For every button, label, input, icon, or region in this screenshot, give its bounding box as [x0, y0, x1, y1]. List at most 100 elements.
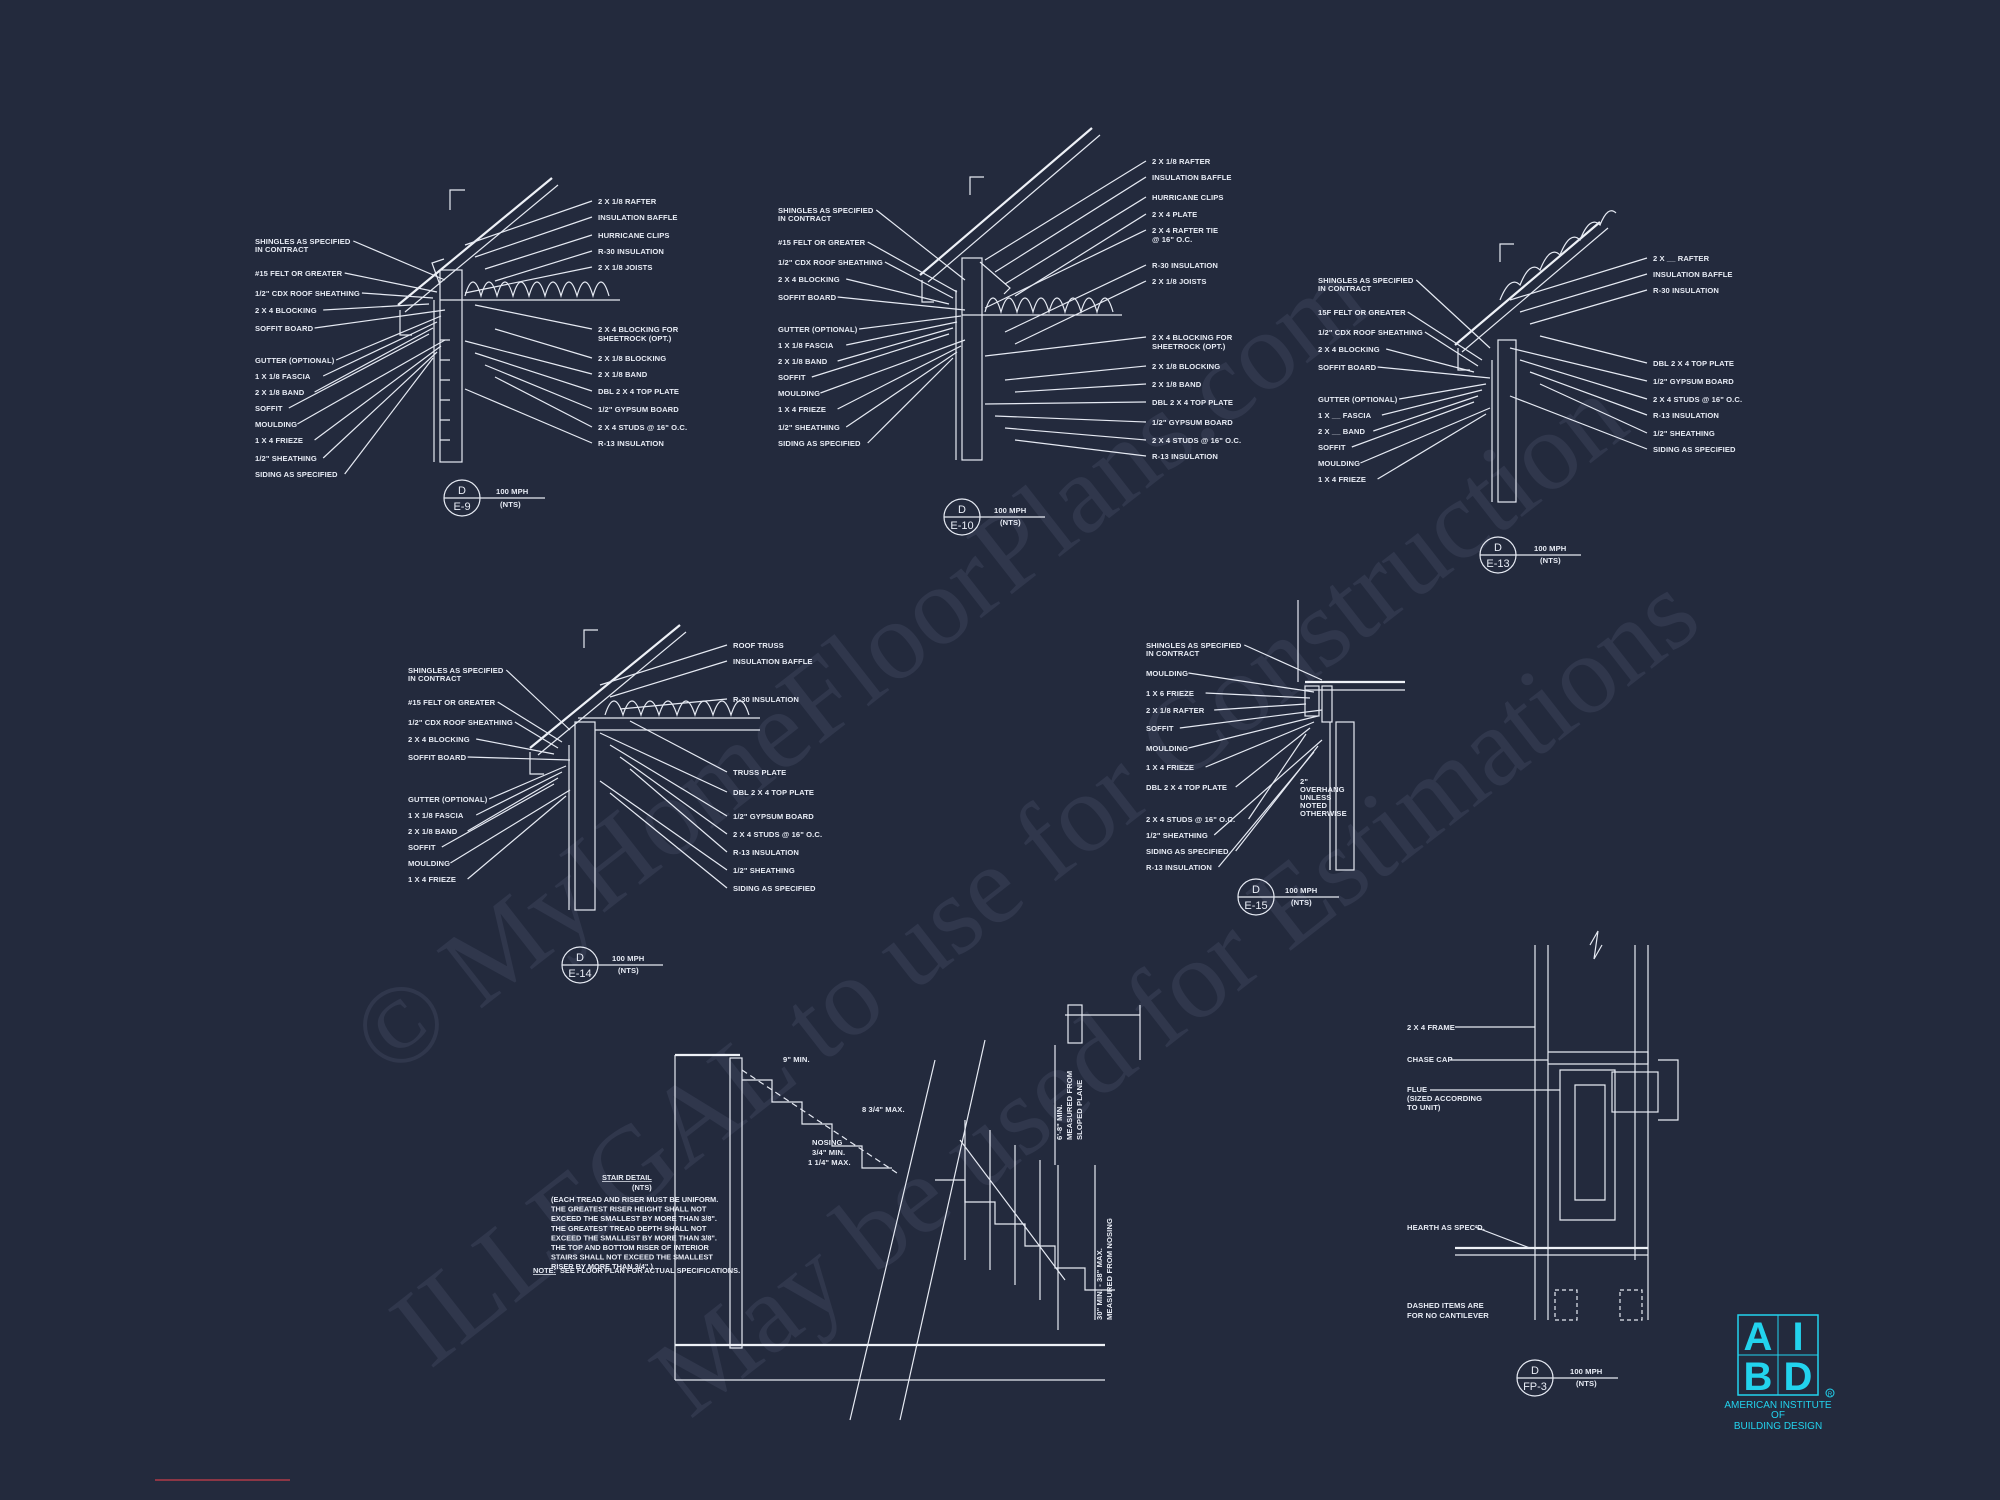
- fp-label-frame: 2 X 4 FRAME: [1407, 1023, 1455, 1032]
- callout-right-0: 2 X __ RAFTER: [1653, 254, 1710, 263]
- fp-label-dashed: DASHED ITEMS ARE: [1407, 1301, 1484, 1310]
- callout-left-1: IN CONTRACT: [1146, 649, 1200, 658]
- tag-number: E-9: [453, 501, 470, 513]
- callout-left-0: SHINGLES AS SPECIFIED: [255, 237, 351, 246]
- leader-right-5: [609, 744, 728, 817]
- callout-left-13: SIDING AS SPECIFIED: [255, 470, 338, 479]
- fp-label-flue-unit: TO UNIT): [1407, 1103, 1441, 1112]
- leader-left-2: [867, 241, 958, 293]
- leader-right-9: [609, 792, 728, 889]
- firebox: [1559, 1069, 1616, 1221]
- leader-left-5: [314, 309, 446, 329]
- callout-left-2: #15 FELT OR GREATER: [408, 698, 496, 707]
- leader-right-0: [1509, 257, 1648, 301]
- leader-right-10: [484, 364, 593, 410]
- tag-number: E-10: [950, 520, 973, 532]
- leader-left-4: [1214, 703, 1307, 711]
- callout-left-6: GUTTER (OPTIONAL): [408, 795, 488, 804]
- callout-left-10: 1/2" SHEATHING: [1146, 831, 1208, 840]
- leader-right-0: [599, 644, 728, 686]
- callout-right-6: SHEETROCK (OPT.): [598, 334, 672, 343]
- leader-left-10: [297, 339, 446, 425]
- insulation-batts: [1499, 210, 1617, 301]
- nts-label: (NTS): [500, 500, 521, 509]
- wall-studs: [439, 269, 463, 463]
- leader-right-12: [984, 401, 1147, 405]
- nts-label: (NTS): [1291, 898, 1312, 907]
- leader-left-2: [497, 701, 563, 743]
- slope-symbol: [583, 629, 598, 648]
- leader-left-7: [475, 771, 563, 816]
- callout-left-6: GUTTER (OPTIONAL): [255, 356, 335, 365]
- callout-right-1: INSULATION BAFFLE: [1653, 270, 1733, 279]
- dashed-joist-right: [1619, 1289, 1643, 1321]
- stair-post: [729, 1057, 743, 1349]
- leader-right-0: [984, 160, 1147, 261]
- callout-left-9: SOFFIT: [778, 373, 806, 382]
- leader-right-15: [1014, 439, 1147, 457]
- callout-right-1: INSULATION BAFFLE: [1152, 173, 1232, 182]
- callout-right-6: R-13 INSULATION: [1653, 411, 1719, 420]
- callout-right-2: HURRICANE CLIPS: [598, 231, 670, 240]
- callout-right-11: 2 X 4 STUDS @ 16" O.C.: [598, 423, 687, 432]
- callout-left-4: 2 X 1/8 RAFTER: [1146, 706, 1205, 715]
- wind-rating: 100 MPH: [612, 954, 644, 963]
- leader-right-8: [464, 340, 593, 375]
- tag-letter: D: [1531, 1365, 1539, 1377]
- callout-right-12: DBL 2 X 4 TOP PLATE: [1152, 398, 1233, 407]
- fp-label-flue: FLUE: [1407, 1085, 1427, 1094]
- rail-height: 30" MIN. - 38" MAX.: [1095, 1248, 1104, 1320]
- callout-right-8: SIDING AS SPECIFIED: [1653, 445, 1736, 454]
- callout-left-11: 1 X 4 FRIEZE: [255, 436, 303, 445]
- stair-notes: (EACH TREAD AND RISER MUST BE UNIFORM.TH…: [551, 1195, 718, 1271]
- callout-right-0: ROOF TRUSS: [733, 641, 784, 650]
- callout-left-10: MOULDING: [408, 859, 450, 868]
- stair-note-line-6: STAIRS SHALL NOT EXCEED THE SMALLEST: [551, 1253, 713, 1262]
- tag-number: E-14: [568, 968, 591, 980]
- callout-right-0: 2": [1300, 777, 1308, 786]
- wind-rating: 100 MPH: [1570, 1367, 1602, 1376]
- leader-left-2: [1188, 672, 1315, 693]
- leader-left-10: [820, 339, 966, 394]
- stair-nts: (NTS): [632, 1183, 652, 1192]
- leader-left-4: [846, 278, 950, 305]
- frieze-block: [1304, 685, 1320, 717]
- headroom-plane: SLOPED PLANE: [1075, 1080, 1084, 1140]
- callout-right-0: 2 X 1/8 RAFTER: [1152, 157, 1211, 166]
- stair-note-line-2: EXCEED THE SMALLEST BY MORE THAN 3/8".: [551, 1214, 717, 1223]
- leader-left-0: [353, 240, 446, 281]
- callout-left-5: SOFFIT BOARD: [1318, 363, 1377, 372]
- leader-left-10: [450, 789, 571, 864]
- tag-letter: D: [576, 952, 584, 964]
- leader-left-6: [859, 315, 962, 330]
- leader-left-8: [1235, 727, 1311, 788]
- leader-left-11: [837, 345, 962, 410]
- logo-registered: R: [1828, 1392, 1833, 1398]
- callout-left-3: 1/2" CDX ROOF SHEATHING: [408, 718, 513, 727]
- callout-left-4: 2 X 4 BLOCKING: [1318, 345, 1380, 354]
- wind-rating: 100 MPH: [1534, 544, 1566, 553]
- leader-left-6: [1188, 715, 1319, 749]
- callout-left-3: 1/2" CDX ROOF SHEATHING: [255, 289, 360, 298]
- callout-left-8: 2 X 1/8 BAND: [255, 388, 305, 397]
- callout-left-2: #15 FELT OR GREATER: [778, 238, 866, 247]
- callout-right-4: 2 X 4 RAFTER TIE: [1152, 226, 1218, 235]
- callout-left-1: IN CONTRACT: [1318, 284, 1372, 293]
- callout-left-1: IN CONTRACT: [408, 674, 462, 683]
- leader-left-9: [811, 333, 950, 378]
- wind-rating: 100 MPH: [496, 487, 528, 496]
- leader-left-7: [1205, 721, 1315, 768]
- callout-right-4: OTHERWISE: [1300, 809, 1347, 818]
- logo-caption-3: BUILDING DESIGN: [1734, 1421, 1822, 1432]
- leader-right-7: [1539, 383, 1648, 434]
- leader-left-3: [1205, 692, 1311, 699]
- stair-note-line-3: THE GREATEST TREAD DEPTH SHALL NOT: [551, 1224, 707, 1233]
- fp-label-chase-cap: CHASE CAP: [1407, 1055, 1453, 1064]
- leader-right-11: [494, 376, 593, 428]
- callout-right-1: INSULATION BAFFLE: [733, 657, 813, 666]
- leader-left-9: [1248, 733, 1307, 820]
- callout-left-4: 2 X 4 BLOCKING: [255, 306, 317, 315]
- fascia: [921, 280, 934, 303]
